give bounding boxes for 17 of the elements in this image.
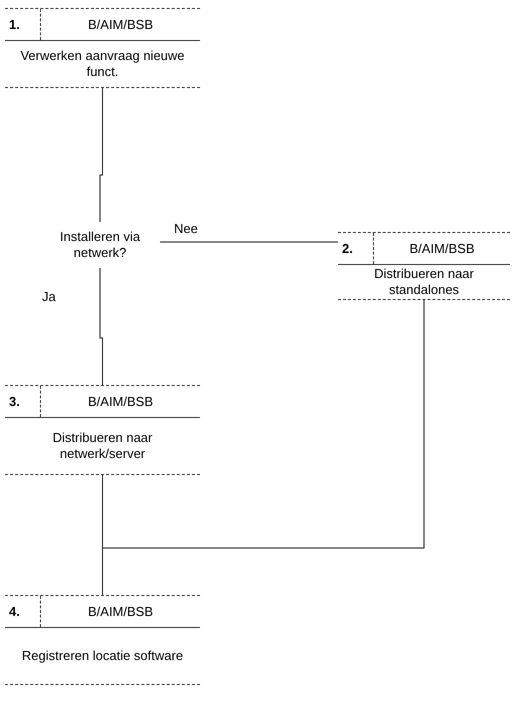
process-text: Verwerken aanvraag nieuwe funct. [19, 48, 186, 80]
step-number: 2. [342, 240, 353, 258]
edge-label: Ja [40, 290, 58, 303]
step-number: 4. [9, 602, 20, 621]
department-code: B/AIM/BSB [88, 392, 154, 411]
process-text: Distribueren naar netwerk/server [52, 430, 154, 462]
connector-line [100, 268, 103, 386]
process-text: Registreren locatie software [22, 648, 184, 664]
edge-label: Nee [172, 222, 200, 235]
connector-line [100, 88, 103, 222]
department-code: B/AIM/BSB [88, 602, 154, 621]
step-number: 3. [9, 392, 20, 411]
process-text: Distribueren naar standalones [373, 266, 475, 298]
department-code: B/AIM/BSB [409, 240, 475, 258]
step-number: 1. [9, 16, 20, 34]
connector-line [102, 474, 103, 596]
department-code: B/AIM/BSB [88, 16, 154, 34]
